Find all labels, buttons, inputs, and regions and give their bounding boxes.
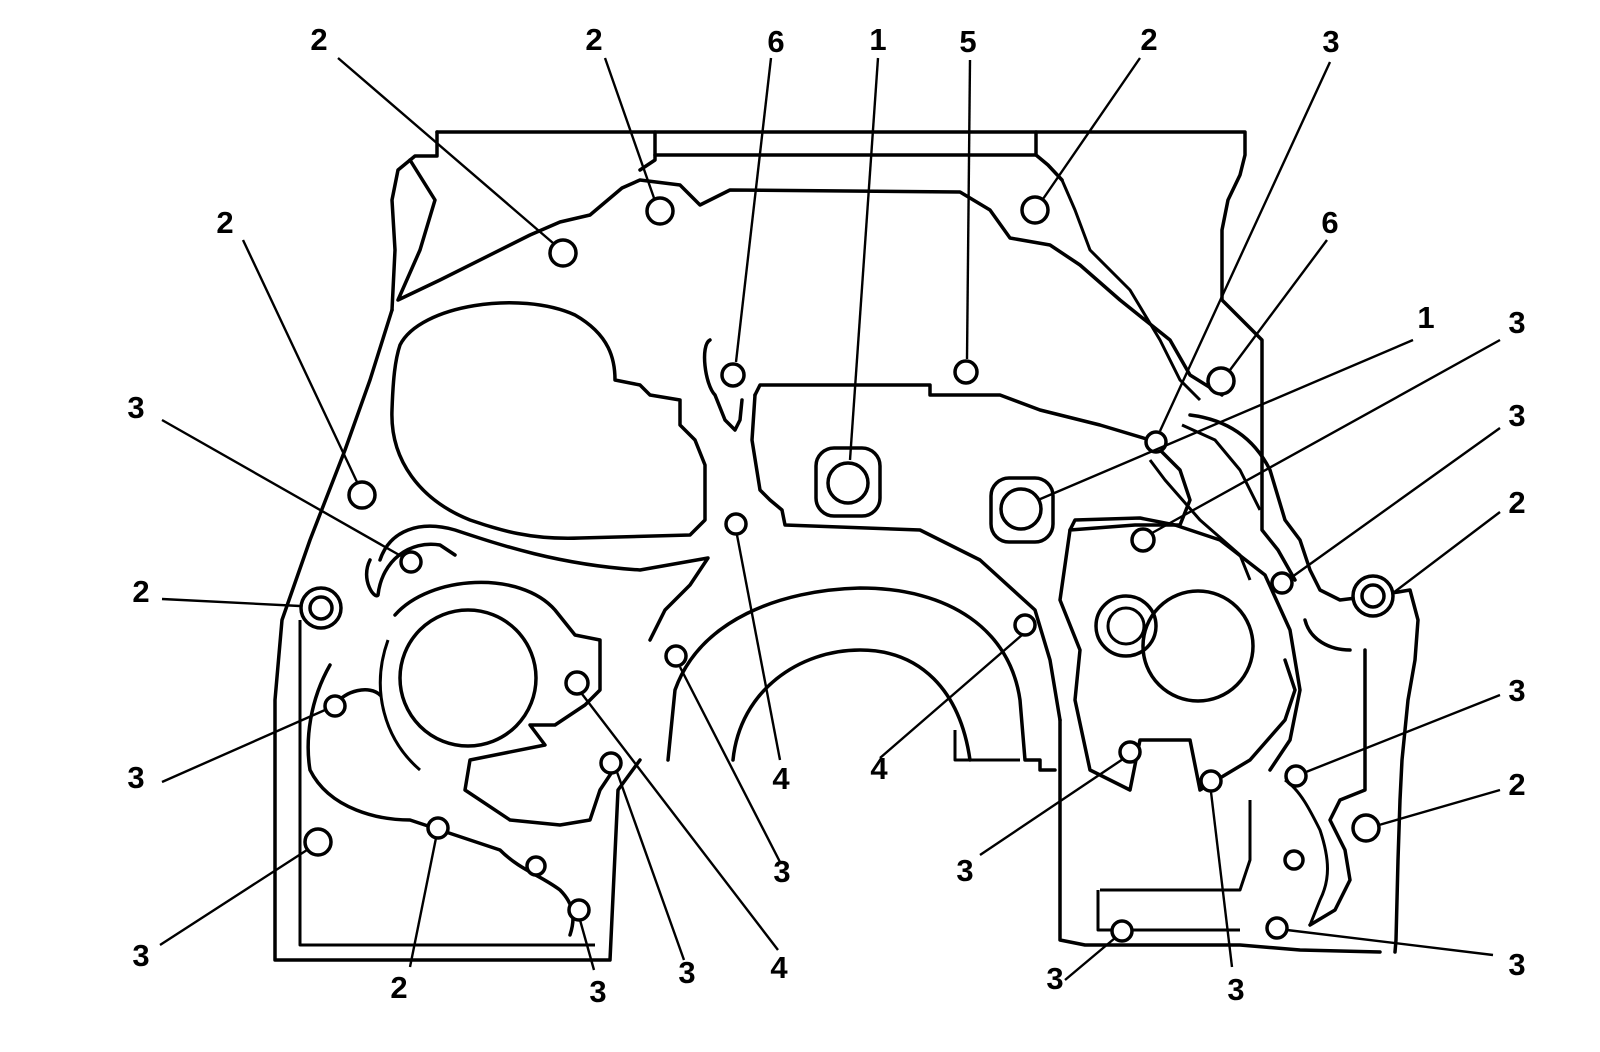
callout-label: 2 [216, 205, 233, 240]
leader-line [161, 708, 326, 784]
leader-line [879, 634, 1023, 759]
bolt-hole [323, 694, 347, 718]
callout-label: 3 [773, 854, 790, 889]
leader-line [848, 57, 880, 461]
callout-label: 6 [1321, 205, 1338, 240]
bolt-hole [303, 827, 333, 857]
leader-lines [159, 57, 1501, 981]
callout-label: 2 [1508, 767, 1525, 802]
leader-line [1378, 788, 1501, 827]
leader-line [1229, 239, 1328, 371]
callout-labels: 2 2 6 1 5 2 3 2 6 1 3 3 2 3 2 2 3 3 3 2 … [127, 22, 1525, 1009]
leader-line [1151, 338, 1501, 535]
bolt-hole [1199, 769, 1223, 793]
bolt-hole [1206, 366, 1236, 396]
callout-label: 2 [132, 574, 149, 609]
callout-label: 1 [869, 22, 886, 57]
leader-line [1158, 61, 1332, 432]
leader-line [408, 837, 438, 968]
leader-line [159, 848, 308, 947]
bolt-hole [1013, 613, 1037, 637]
leader-line [1064, 937, 1116, 981]
bolt-hole [548, 238, 578, 268]
leader-line [734, 57, 773, 363]
callout-label: 3 [589, 974, 606, 1009]
bolt-hole [953, 359, 979, 385]
leader-line [581, 693, 779, 951]
callout-label: 3 [1508, 305, 1525, 340]
bolt-hole [567, 898, 591, 922]
bolt-hole [1283, 849, 1305, 871]
leader-line [161, 418, 402, 558]
callout-label: 2 [1508, 485, 1525, 520]
bolt-hole [525, 855, 547, 877]
callout-label: 4 [772, 761, 790, 796]
callout-label: 3 [1227, 972, 1244, 1007]
bolt-hole [1130, 527, 1156, 553]
callout-label: 2 [390, 970, 407, 1005]
bolt-hole [564, 670, 590, 696]
callout-label: 3 [127, 390, 144, 425]
leader-line [1037, 338, 1414, 502]
bolt-hole [426, 816, 450, 840]
leader-line [1291, 427, 1501, 578]
leader-line [578, 919, 596, 971]
leader-line [979, 758, 1124, 856]
bolt-hole [308, 595, 334, 621]
bolt-hole [1270, 571, 1294, 595]
cover-outline [273, 130, 1420, 962]
callout-label: 3 [956, 853, 973, 888]
bolt-hole [826, 461, 870, 505]
leader-line [735, 534, 782, 761]
callout-label: 1 [1417, 300, 1434, 335]
callout-label: 4 [770, 950, 788, 985]
bolt-hole [1110, 919, 1134, 943]
callout-label: 3 [1322, 24, 1339, 59]
leader-line [615, 771, 686, 961]
callout-label: 2 [1140, 22, 1157, 57]
callout-label: 6 [767, 24, 784, 59]
leader-line [1305, 693, 1501, 774]
bolt-hole [645, 196, 675, 226]
leader-line [1209, 791, 1234, 968]
bolt-hole [1020, 195, 1050, 225]
callout-label: 3 [678, 955, 695, 990]
bolt-hole [720, 362, 746, 388]
callout-label: 3 [132, 938, 149, 973]
leader-line [161, 597, 301, 608]
callout-label: 2 [585, 22, 602, 57]
leader-line [337, 57, 554, 244]
leader-line [1392, 511, 1501, 594]
bolt-hole [599, 751, 623, 775]
callout-label: 5 [959, 24, 976, 59]
bolt-hole [724, 512, 748, 536]
bolt-hole [664, 644, 688, 668]
callout-label: 3 [1508, 398, 1525, 433]
callout-label: 3 [127, 760, 144, 795]
bolt-hole [1265, 916, 1289, 940]
leader-line [241, 239, 359, 483]
leader-line [603, 57, 656, 199]
callout-label: 2 [310, 22, 327, 57]
bolt-holes [299, 195, 1395, 943]
callout-label: 3 [1508, 947, 1525, 982]
bolt-hole [1118, 740, 1142, 764]
callout-label: 3 [1046, 961, 1063, 996]
bolt-hole [399, 550, 423, 574]
leader-line [965, 59, 972, 360]
leader-line [1042, 57, 1141, 200]
bolt-hole [347, 480, 377, 510]
leader-line [678, 666, 782, 863]
bolt-hole [1351, 813, 1381, 843]
leader-line [1286, 928, 1494, 957]
callout-label: 4 [870, 751, 888, 786]
bolt-hole [1284, 764, 1308, 788]
callout-label: 3 [1508, 673, 1525, 708]
bolt-hole [1360, 583, 1386, 609]
bolt-hole [999, 487, 1043, 531]
